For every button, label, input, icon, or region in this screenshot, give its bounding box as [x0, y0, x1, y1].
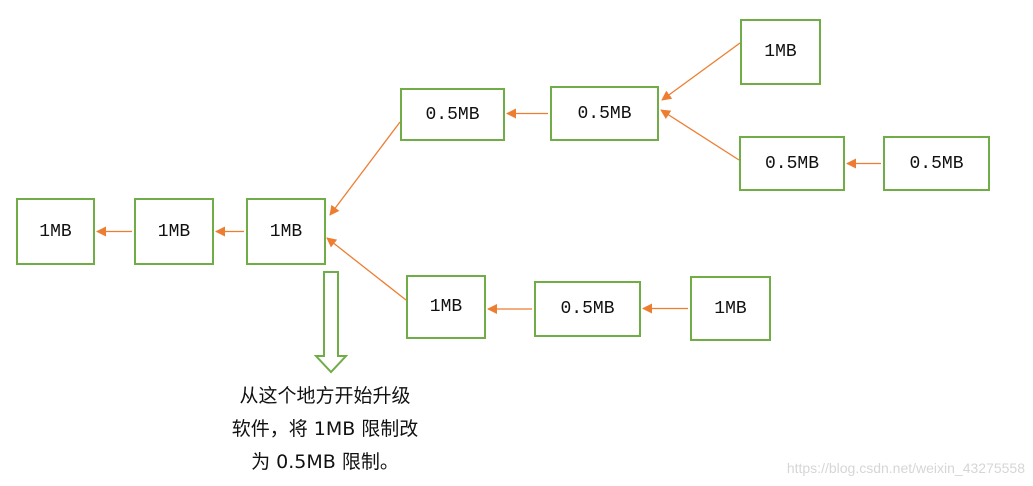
- node-label: 1MB: [714, 298, 747, 319]
- note-line-1: 从这个地方开始升级: [239, 385, 411, 407]
- edges-layer: [96, 42, 881, 314]
- node-n3: 1MB: [246, 198, 326, 265]
- node-label: 1MB: [269, 221, 303, 242]
- edge-n7-to-n5: [660, 109, 740, 161]
- node-label: 1MB: [764, 42, 797, 62]
- node-n11: 1MB: [690, 276, 771, 341]
- node-label: 0.5MB: [425, 104, 480, 125]
- node-n7: 0.5MB: [739, 136, 845, 191]
- node-label: 1MB: [429, 297, 463, 317]
- node-n9: 1MB: [406, 275, 486, 339]
- node-label: 0.5MB: [764, 153, 819, 174]
- node-n6: 1MB: [740, 19, 821, 85]
- node-label: 0.5MB: [577, 103, 632, 124]
- node-n1: 1MB: [16, 198, 95, 265]
- node-n4: 0.5MB: [400, 88, 505, 141]
- node-n10: 0.5MB: [534, 281, 641, 337]
- node-label: 1MB: [39, 221, 72, 242]
- node-label: 0.5MB: [560, 299, 615, 319]
- note-line-2: 软件，将 1MB 限制改: [231, 418, 419, 440]
- upgrade-note: 从这个地方开始升级 软件，将 1MB 限制改 为 0.5MB 限制。: [205, 380, 445, 479]
- edge-n9-to-n3: [326, 237, 407, 301]
- node-n8: 0.5MB: [883, 136, 990, 191]
- edge-n4-to-n3: [329, 121, 401, 216]
- edge-n6-to-n5: [661, 42, 741, 101]
- node-n2: 1MB: [134, 198, 214, 265]
- node-label: 0.5MB: [909, 153, 964, 174]
- note-line-3: 为 0.5MB 限制。: [251, 451, 399, 473]
- node-label: 1MB: [157, 221, 191, 242]
- callout-down-arrow-icon: [313, 271, 349, 374]
- watermark: https://blog.csdn.net/weixin_43275558: [786, 460, 1025, 476]
- node-n5: 0.5MB: [550, 86, 659, 141]
